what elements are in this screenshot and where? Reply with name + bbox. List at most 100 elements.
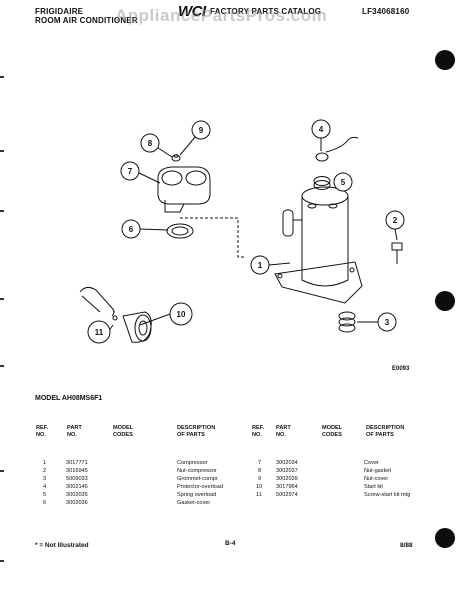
edge-mark: [0, 298, 4, 300]
part-spring-overload: [313, 176, 331, 190]
wci-logo-text: WCI: [178, 3, 206, 20]
part-start-kit-bracket: [79, 286, 118, 321]
row-ref: 3: [43, 476, 47, 482]
edge-mark: [0, 365, 4, 367]
row-desc: Grommet-compr: [177, 476, 218, 482]
row-desc: Nut-gasket: [364, 468, 392, 474]
row-desc: Spring overload: [177, 492, 217, 498]
callout-7: 7: [128, 167, 133, 176]
callout-6: 6: [129, 225, 134, 234]
row-desc: Nut-compressor: [177, 468, 217, 474]
part-grommet: [338, 311, 356, 333]
part-compressor: [274, 186, 363, 304]
edge-mark: [0, 210, 4, 212]
row-ref: 5: [43, 492, 47, 498]
punch-hole-top: [435, 50, 455, 70]
diagram-code: E0093: [392, 366, 410, 372]
callout-circle-3: [377, 312, 397, 332]
brand-name: FRIGIDAIRE: [35, 7, 84, 16]
callout-circle-5: [333, 172, 353, 192]
row-part: 3017771: [66, 460, 88, 466]
callout-circle-4: [311, 119, 331, 139]
leader-2: [394, 228, 398, 241]
callout-circle-11: [87, 320, 111, 344]
row-desc: Screw-start kit mtg: [364, 492, 411, 498]
callout-2: 2: [393, 216, 398, 225]
model-number: MODEL AH08MS6F1: [35, 395, 103, 402]
callout-circle-8: [140, 133, 160, 153]
part-nut-cover: [171, 154, 181, 162]
row-ref: 6: [43, 500, 47, 506]
row-desc: Gasket-cover: [177, 500, 211, 506]
row-part: 5002974: [276, 492, 298, 498]
callout-11: 11: [95, 328, 104, 337]
callout-circle-2: [385, 210, 405, 230]
row-desc: Protector-overload: [177, 484, 224, 490]
leader-6: [139, 228, 169, 231]
row-part: 3002035: [66, 492, 88, 498]
callout-10: 10: [177, 310, 186, 319]
edge-mark: [0, 150, 4, 152]
row-part: 3002146: [66, 484, 88, 490]
print-date: 8/88: [400, 542, 413, 549]
edge-mark: [0, 560, 4, 562]
footnote: * = Not Illustrated: [35, 542, 89, 549]
edge-mark: [0, 76, 4, 78]
punch-hole-middle: [435, 291, 455, 311]
row-ref: 7: [258, 460, 262, 466]
edge-mark: [0, 470, 4, 472]
watermark: AppliancePartsPros.com: [115, 6, 328, 25]
wci-logo: WCI: [178, 3, 206, 21]
catalog-title: FACTORY PARTS CATALOG: [210, 7, 322, 16]
row-part: 3002037: [276, 468, 298, 474]
callout-4: 4: [319, 125, 324, 134]
row-ref: 2: [43, 468, 47, 474]
row-part: 3002034: [276, 460, 298, 466]
leader-10: [139, 313, 171, 326]
callout-circle-6: [121, 219, 141, 239]
callout-circle-7: [120, 161, 140, 181]
assembly-dashed-line: [180, 217, 245, 258]
row-desc: Start kit: [364, 484, 383, 490]
row-ref: 1: [43, 460, 47, 466]
row-ref: 8: [258, 468, 262, 474]
row-part: 3016945: [66, 468, 88, 474]
product-line: ROOM AIR CONDITIONER: [35, 16, 138, 25]
callout-circle-9: [191, 120, 211, 140]
callout-5: 5: [341, 178, 346, 187]
header-ref-right: REF.NO.: [252, 425, 265, 438]
row-desc: Compressor: [177, 460, 208, 466]
row-ref: 10: [256, 484, 263, 490]
part-gasket-cover: [166, 223, 194, 239]
page-number: B-4: [225, 540, 236, 547]
row-part: 3002036: [66, 500, 88, 506]
part-protector-overload: [315, 136, 359, 162]
row-part: 3017964: [276, 484, 298, 490]
row-desc: Nut-cover: [364, 476, 389, 482]
callout-circle-1: [250, 255, 270, 275]
parts-diagram: 1 2 3 4 5 6 7 8 9 10 11 E0093: [79, 119, 410, 372]
callout-circle-10: [169, 302, 193, 326]
part-cover: [157, 166, 211, 213]
header-ref-left: REF.NO.: [36, 425, 49, 438]
row-ref: 11: [256, 492, 262, 498]
row-ref: 4: [43, 484, 47, 490]
part-nut-compressor: [391, 242, 403, 264]
callout-8: 8: [148, 139, 153, 148]
punch-hole-bottom: [435, 528, 455, 548]
row-part: 5009033: [66, 476, 88, 482]
callout-1: 1: [258, 261, 263, 270]
row-part: 3002039: [276, 476, 298, 482]
row-desc: Cover: [364, 460, 379, 466]
leader-1: [268, 262, 291, 266]
catalog-number: LF34068160: [362, 7, 410, 16]
row-ref: 9: [258, 476, 262, 482]
callout-3: 3: [385, 318, 390, 327]
